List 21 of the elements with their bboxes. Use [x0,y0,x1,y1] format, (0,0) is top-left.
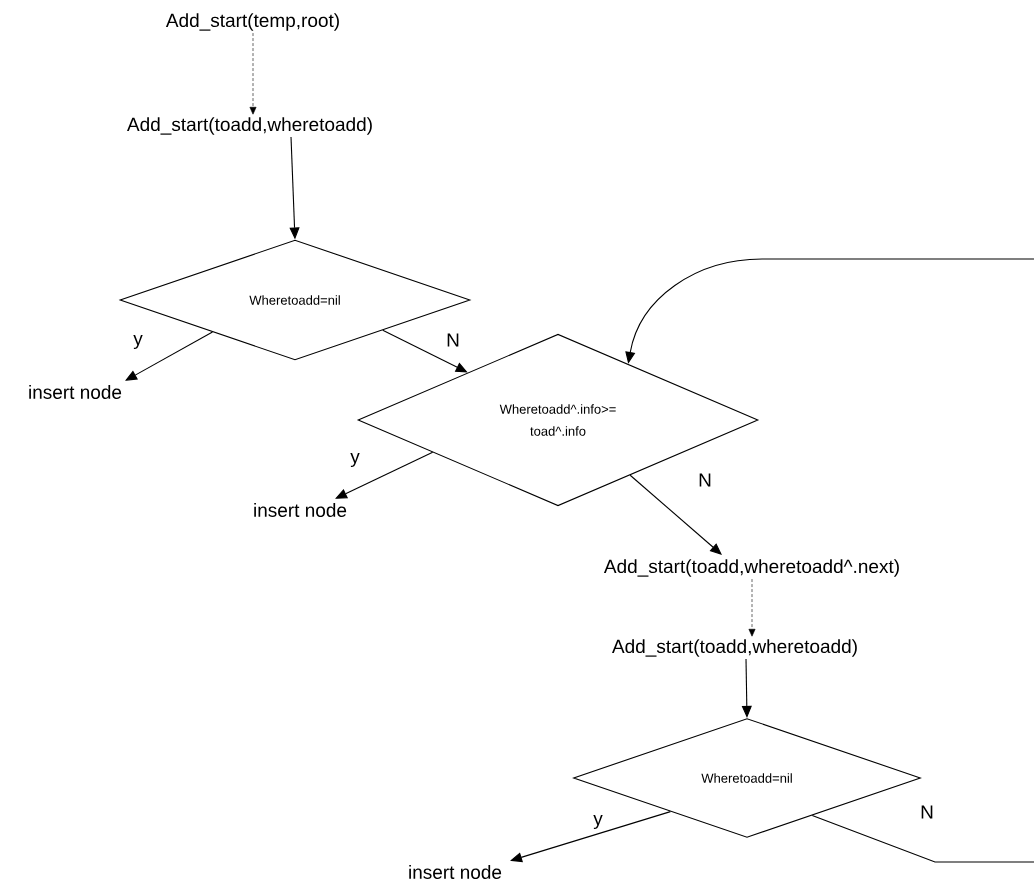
arrow [748,578,756,637]
edge-label: y [132,334,144,350]
edge-label: y [592,814,604,830]
process-label: Add_start(temp,root) [165,13,339,31]
process-label: Add_start(toadd,wheretoadd) [127,117,372,135]
process-label: insert node [29,385,122,399]
edge-label: N [919,804,935,820]
arrow [125,331,214,381]
arrow [629,474,722,555]
process-label: Add_start(toadd,wheretoadd^.next) [603,559,899,577]
arrow [510,811,671,863]
process-label: Add_start(toadd,wheretoadd) [612,639,857,657]
arrow [625,258,1034,364]
arrow [335,451,434,499]
arrow [249,32,257,115]
process-label: insert node [409,865,502,879]
process-label: insert node [254,503,347,517]
edge-label: N [445,332,461,348]
arrow [382,329,468,373]
arrow [741,658,752,718]
edge-label: N [697,472,713,488]
